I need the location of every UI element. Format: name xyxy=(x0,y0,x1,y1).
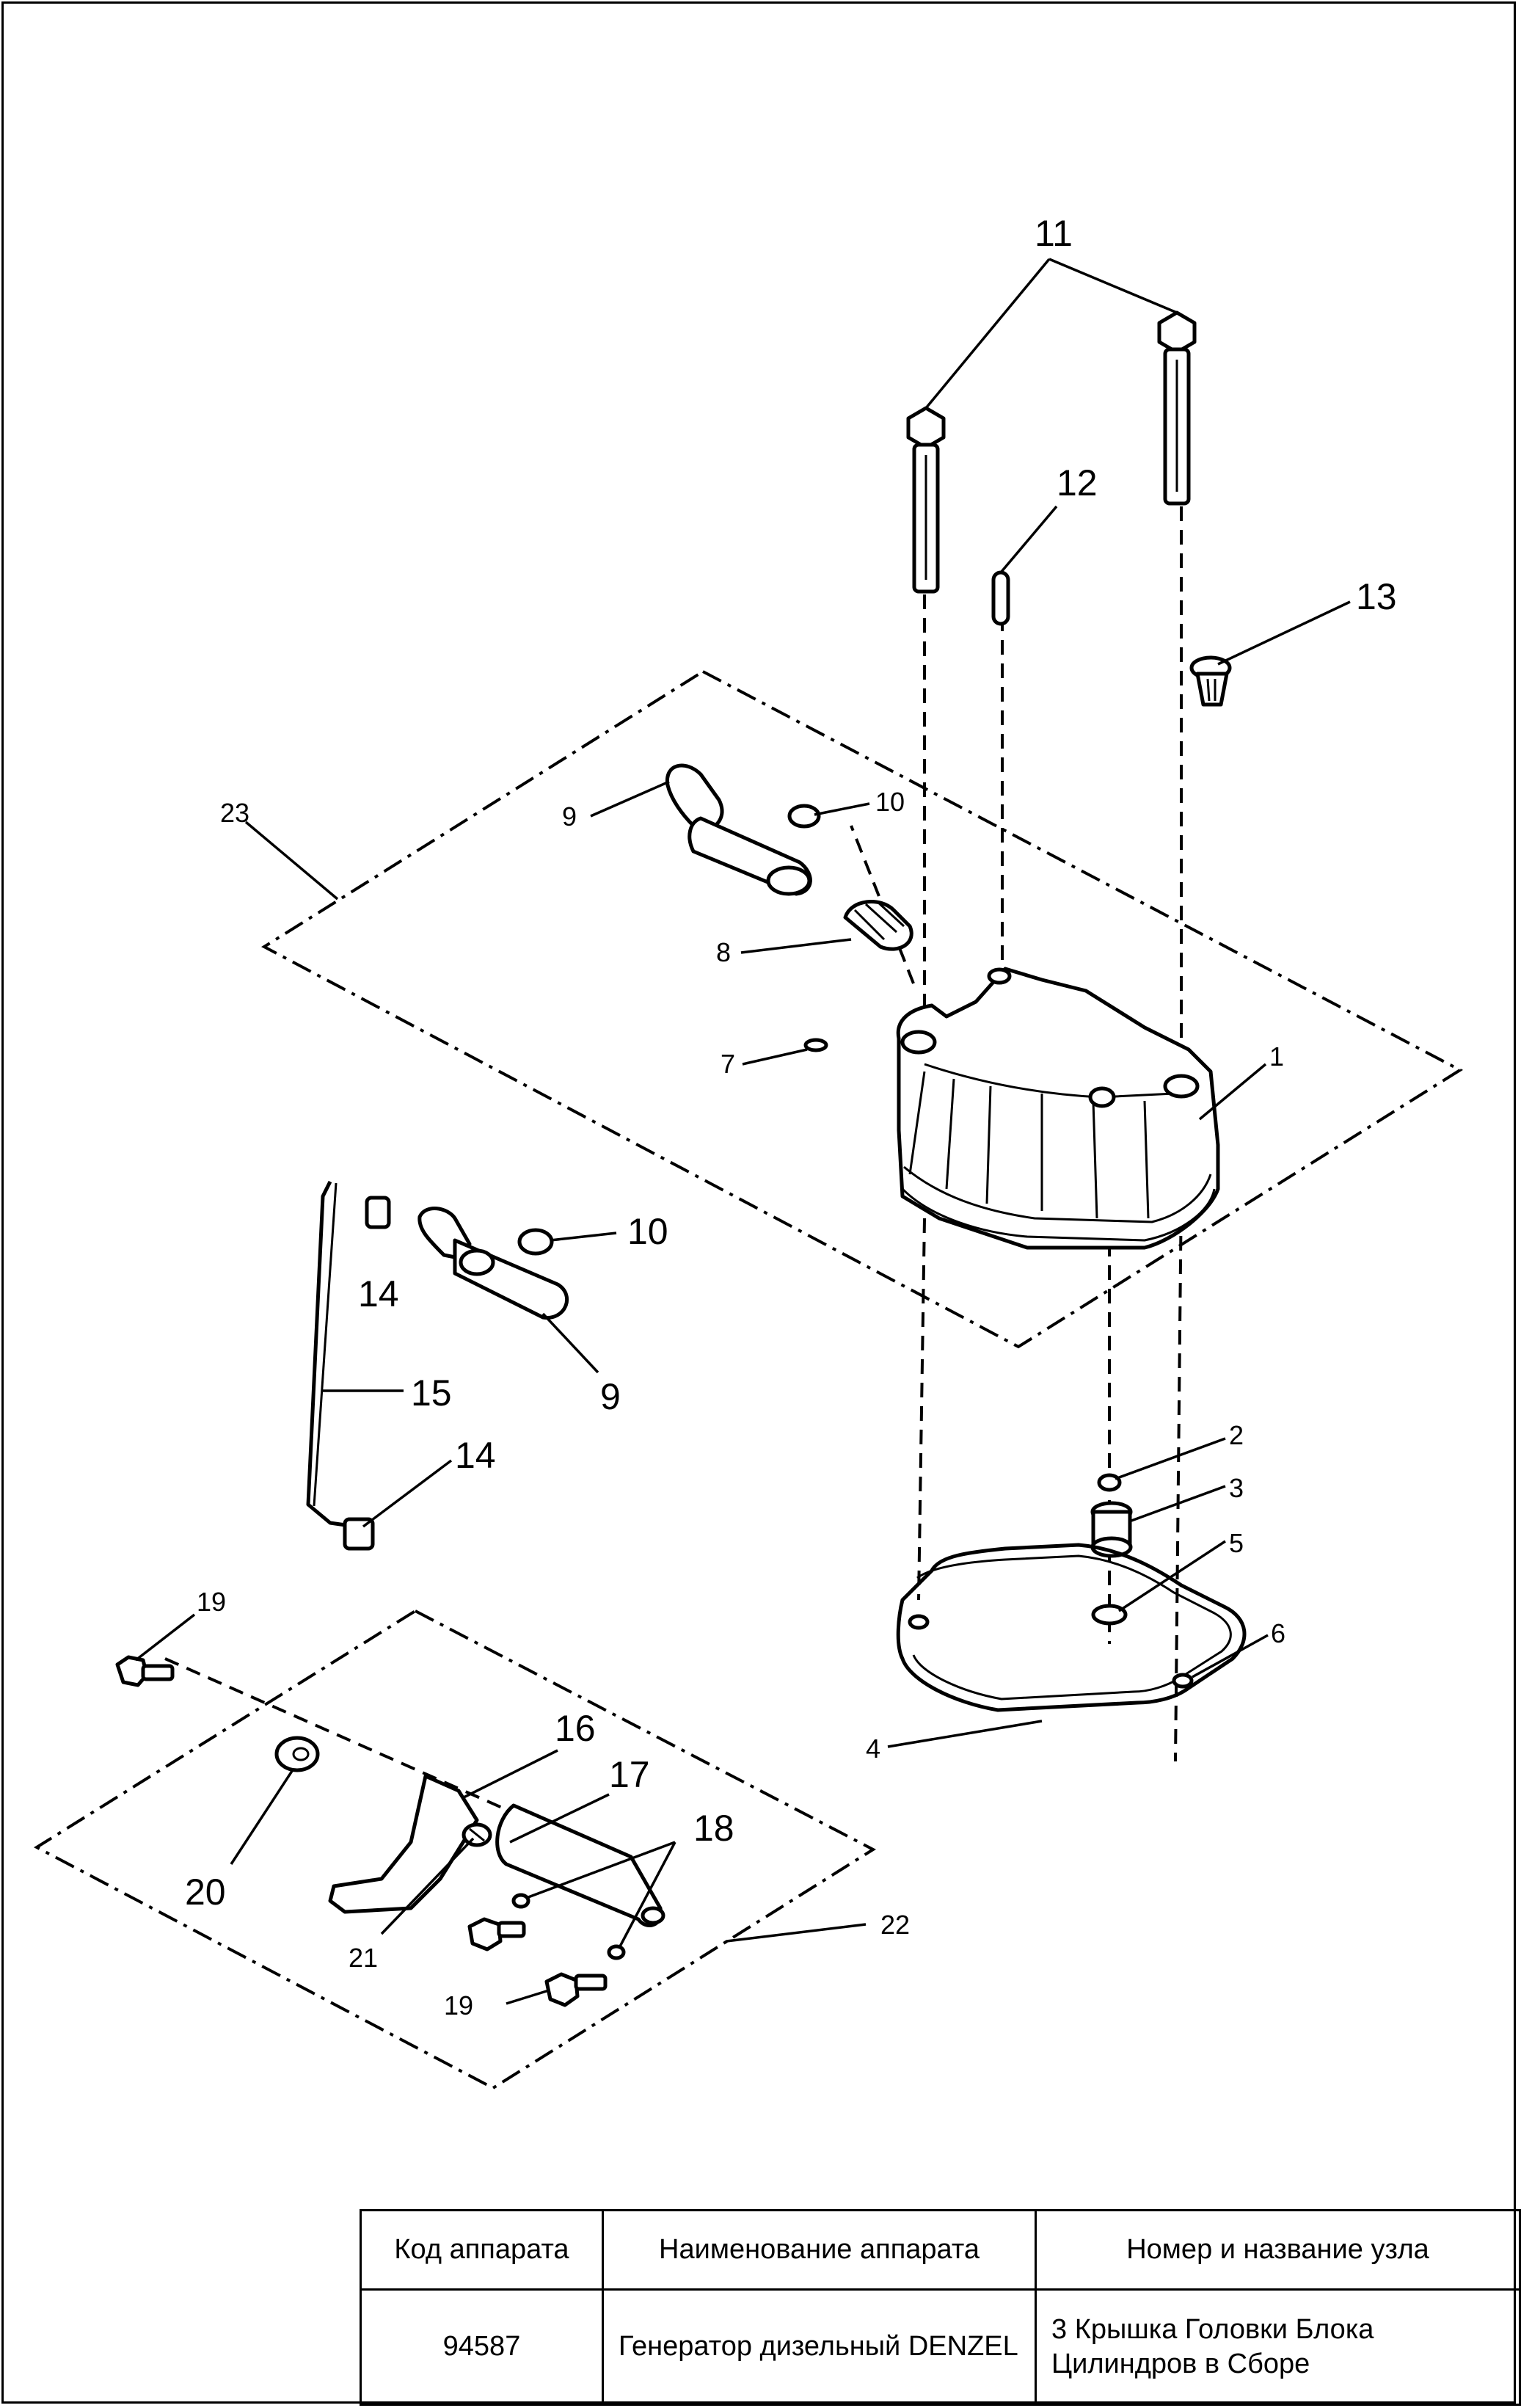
callout-21: 21 xyxy=(349,1943,378,1973)
callout-19-upper: 19 xyxy=(197,1587,226,1617)
bracket-16 xyxy=(328,1774,479,1914)
rod-15 xyxy=(306,1180,357,1529)
callout-7: 7 xyxy=(721,1049,735,1079)
pin-7 xyxy=(803,1038,828,1052)
washer-2 xyxy=(1097,1473,1122,1492)
callout-4: 4 xyxy=(866,1734,880,1764)
assembly-boundary-23 xyxy=(261,669,1464,1349)
header-assembly: Номер и название узла xyxy=(1035,2209,1521,2291)
callout-6: 6 xyxy=(1271,1618,1285,1648)
callout-17: 17 xyxy=(609,1754,650,1795)
callout-20: 20 xyxy=(185,1872,226,1913)
spring-8 xyxy=(843,900,913,951)
bolt-19-mid xyxy=(467,1917,526,1952)
callout-8: 8 xyxy=(716,937,731,967)
callout-10-lower: 10 xyxy=(627,1211,668,1252)
nut-14-upper xyxy=(365,1196,391,1229)
nut-3 xyxy=(1090,1501,1133,1558)
bolt-19-lower xyxy=(544,1972,608,2007)
header-code: Код аппарата xyxy=(360,2209,604,2291)
bolt-11-left xyxy=(906,406,946,594)
callout-12: 12 xyxy=(1057,462,1098,503)
callout-11: 11 xyxy=(1035,213,1073,254)
breather-lever-9-lower xyxy=(417,1206,569,1320)
nut-14-lower xyxy=(343,1517,375,1551)
callout-18: 18 xyxy=(693,1808,734,1849)
leader-lines xyxy=(134,258,1351,2005)
callout-19-lower: 19 xyxy=(444,1990,473,2020)
callout-22: 22 xyxy=(880,1910,910,1940)
header-name: Наименование аппарата xyxy=(602,2209,1037,2291)
plug-13 xyxy=(1189,655,1232,707)
assembly-name: 3 Крышка Головки Блока Цилиндров в Сборе xyxy=(1035,2288,1521,2406)
gasket-4 xyxy=(896,1543,1247,1712)
bolt-19-upper xyxy=(115,1655,175,1687)
alignment-lines xyxy=(164,506,1183,1814)
bolt-11-right xyxy=(1157,310,1197,506)
callout-10-upper: 10 xyxy=(875,787,905,817)
callout-23: 23 xyxy=(220,798,249,828)
cylinder-head-cover-1 xyxy=(896,967,1220,1250)
callout-9-upper: 9 xyxy=(562,801,577,832)
callout-16: 16 xyxy=(555,1708,596,1749)
title-block: Код аппарата Наименование аппарата Номер… xyxy=(360,2209,1521,2406)
callout-2: 2 xyxy=(1229,1420,1244,1450)
washer-20 xyxy=(274,1736,320,1772)
callout-9-lower: 9 xyxy=(600,1376,621,1417)
callout-1: 1 xyxy=(1269,1041,1284,1072)
o-ring-10-lower xyxy=(517,1228,554,1256)
spring-21 xyxy=(462,1822,492,1847)
pin-12 xyxy=(991,570,1010,626)
callout-13: 13 xyxy=(1356,576,1397,617)
lever-17 xyxy=(495,1803,665,1927)
callout-3: 3 xyxy=(1229,1473,1244,1503)
breather-lever-9-upper xyxy=(665,763,812,896)
clip-18 xyxy=(511,1893,626,1960)
callout-15: 15 xyxy=(411,1372,452,1414)
callout-5: 5 xyxy=(1229,1528,1244,1558)
callout-14-upper: 14 xyxy=(358,1273,399,1314)
callout-14-lower: 14 xyxy=(455,1435,496,1476)
device-code: 94587 xyxy=(360,2288,604,2406)
washer-5 xyxy=(1091,1604,1128,1626)
device-name: Генератор дизельный DENZEL xyxy=(602,2288,1037,2406)
o-ring-10-upper xyxy=(787,804,821,829)
